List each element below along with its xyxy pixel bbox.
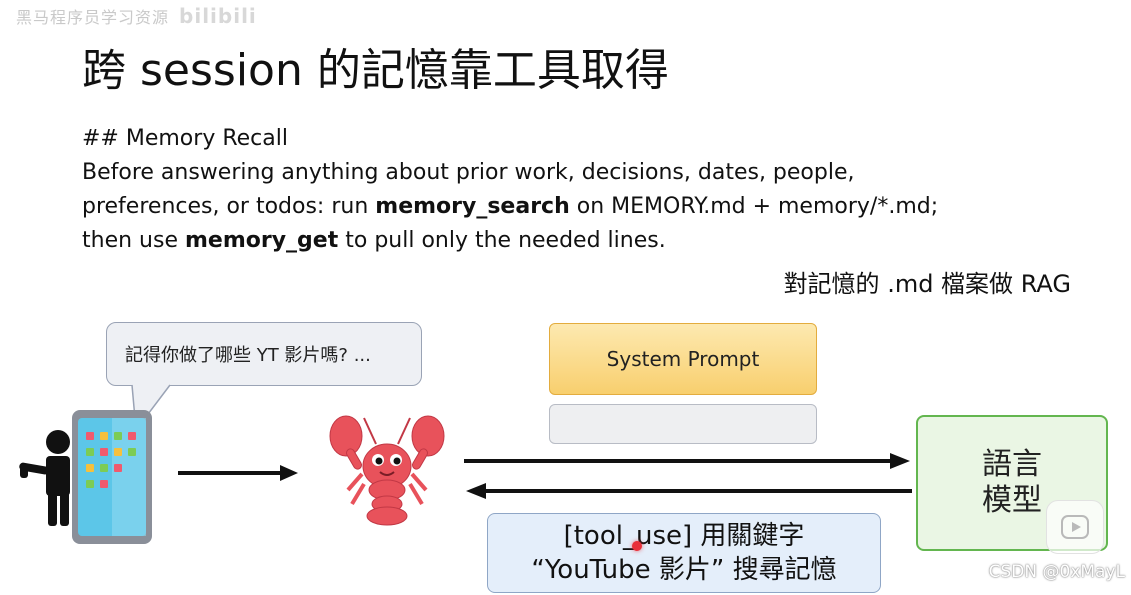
- body-line-3-pre: then use: [82, 228, 185, 253]
- video-watermark: 黑马程序员学习资源 bilibili: [16, 4, 257, 28]
- body-line-2: preferences, or todos: run memory_search…: [82, 190, 1102, 224]
- arrow-right-icon: [178, 465, 298, 481]
- watermark-text: 黑马程序员学习资源: [16, 8, 170, 27]
- lobster-icon: [329, 415, 445, 526]
- system-prompt-box: System Prompt: [549, 323, 817, 395]
- bilibili-logo: bilibili: [179, 4, 257, 28]
- body-line-2-pre: preferences, or todos: run: [82, 194, 376, 219]
- body-line-3: then use memory_get to pull only the nee…: [82, 224, 1102, 258]
- body-line-3-post: to pull only the needed lines.: [338, 228, 666, 253]
- llm-label-line2: 模型: [982, 483, 1042, 518]
- body-line-1: Before answering anything about prior wo…: [82, 160, 855, 185]
- context-box: [549, 404, 817, 444]
- speech-bubble: 記得你做了哪些 YT 影片嗎? ...: [106, 322, 422, 386]
- speech-bubble-text: 記得你做了哪些 YT 影片嗎? ...: [125, 345, 371, 366]
- system-prompt-label: System Prompt: [606, 347, 760, 371]
- llm-label-line1: 語言: [982, 447, 1042, 482]
- memory-recall-heading: ## Memory Recall: [82, 126, 288, 151]
- body-line-2-post: on MEMORY.md + memory/*.md;: [569, 194, 939, 219]
- tool-use-box: [tool_use] 用關鍵字 “YouTube 影片” 搜尋記憶: [487, 513, 881, 593]
- arrow-right-icon: [890, 453, 910, 469]
- person-icon: [19, 430, 70, 526]
- language-model-box: 語言 模型: [916, 415, 1108, 551]
- cursor-dot: [632, 541, 642, 551]
- tool-use-line1: [tool_use] 用關鍵字: [563, 521, 805, 551]
- play-icon: [1061, 515, 1089, 539]
- memory-recall-text: ## Memory Recall Before answering anythi…: [82, 122, 1102, 258]
- slide-title: 跨 session 的記憶靠工具取得: [82, 45, 669, 96]
- play-button[interactable]: [1046, 500, 1104, 554]
- memory-search-keyword: memory_search: [375, 194, 570, 219]
- arrow-left-icon: [466, 483, 486, 499]
- smartphone-icon: [72, 410, 152, 544]
- csdn-watermark: CSDN @0xMayL: [988, 562, 1125, 582]
- memory-get-keyword: memory_get: [184, 228, 339, 253]
- rag-caption: 對記憶的 .md 檔案做 RAG: [783, 270, 1071, 298]
- tool-use-line2: “YouTube 影片” 搜尋記憶: [531, 555, 837, 585]
- request-response-arrows: [464, 453, 912, 499]
